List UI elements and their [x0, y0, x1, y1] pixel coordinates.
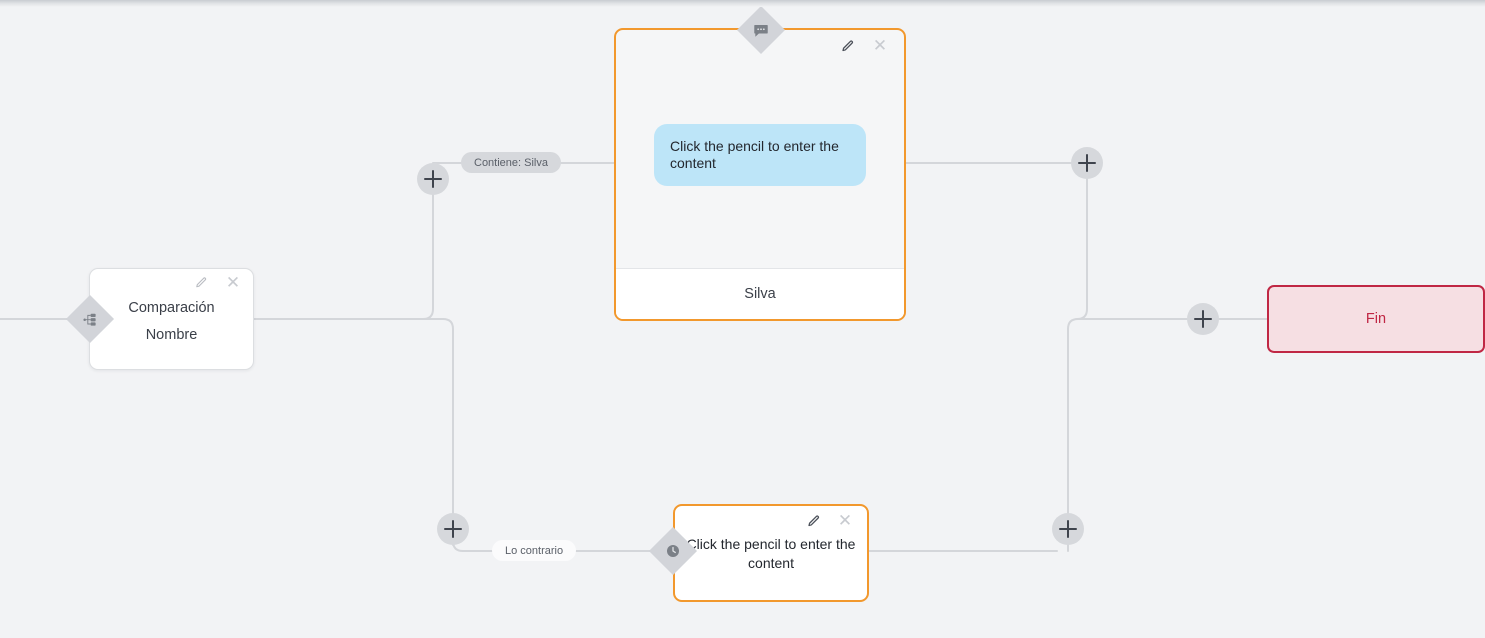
edge-cmp-to-bottom-plus [253, 318, 454, 514]
add-node-button-branch-bottom[interactable] [437, 513, 469, 545]
close-icon[interactable]: ✕ [837, 510, 853, 531]
message-bubble[interactable]: Click the pencil to enter the content [654, 124, 866, 186]
node-title: Comparación [128, 300, 215, 316]
node-subtitle: Nombre [145, 327, 198, 343]
node-text: Comparación Nombre [90, 295, 253, 349]
node-toolbar: ✕ [839, 35, 888, 56]
node-fin[interactable]: Fin [1267, 285, 1485, 353]
node-comparacion[interactable]: ✕ Comparación Nombre [89, 268, 254, 370]
chat-bubble-icon [753, 22, 770, 39]
branch-badge[interactable] [65, 294, 115, 344]
node-delay[interactable]: ✕ Click the pencil to enter the content [673, 504, 869, 602]
add-node-button-branch-top[interactable] [417, 163, 449, 195]
node-text: Click the pencil to enter the content [686, 536, 856, 571]
pencil-icon[interactable] [839, 38, 855, 54]
pencil-icon[interactable] [805, 513, 821, 529]
node-toolbar: ✕ [805, 510, 853, 531]
clock-icon [665, 543, 681, 559]
edge-label-lo-contrario[interactable]: Lo contrario [492, 540, 577, 561]
branch-icon [83, 312, 98, 327]
add-node-button-before-fin[interactable] [1187, 303, 1219, 335]
add-node-button-after-delay[interactable] [1052, 513, 1084, 545]
close-icon[interactable]: ✕ [225, 272, 241, 293]
pencil-icon[interactable] [193, 275, 209, 291]
edge-label-contiene-silva[interactable]: Contiene: Silva [461, 152, 561, 173]
edge-merge-bottom [1067, 318, 1188, 514]
chat-badge[interactable] [736, 5, 786, 55]
message-area: Click the pencil to enter the content [616, 30, 904, 268]
edge-cmp-to-top-plus [253, 194, 434, 320]
node-footer: Silva [616, 268, 904, 319]
canvas-top-shadow [0, 0, 1485, 7]
add-node-button-after-message[interactable] [1071, 147, 1103, 179]
node-fin-label: Fin [1365, 311, 1387, 327]
edge-merge-top [1076, 178, 1188, 320]
node-message[interactable]: ✕ Click the pencil to enter the content … [614, 28, 906, 321]
close-icon[interactable]: ✕ [872, 35, 888, 56]
node-toolbar: ✕ [193, 272, 241, 293]
